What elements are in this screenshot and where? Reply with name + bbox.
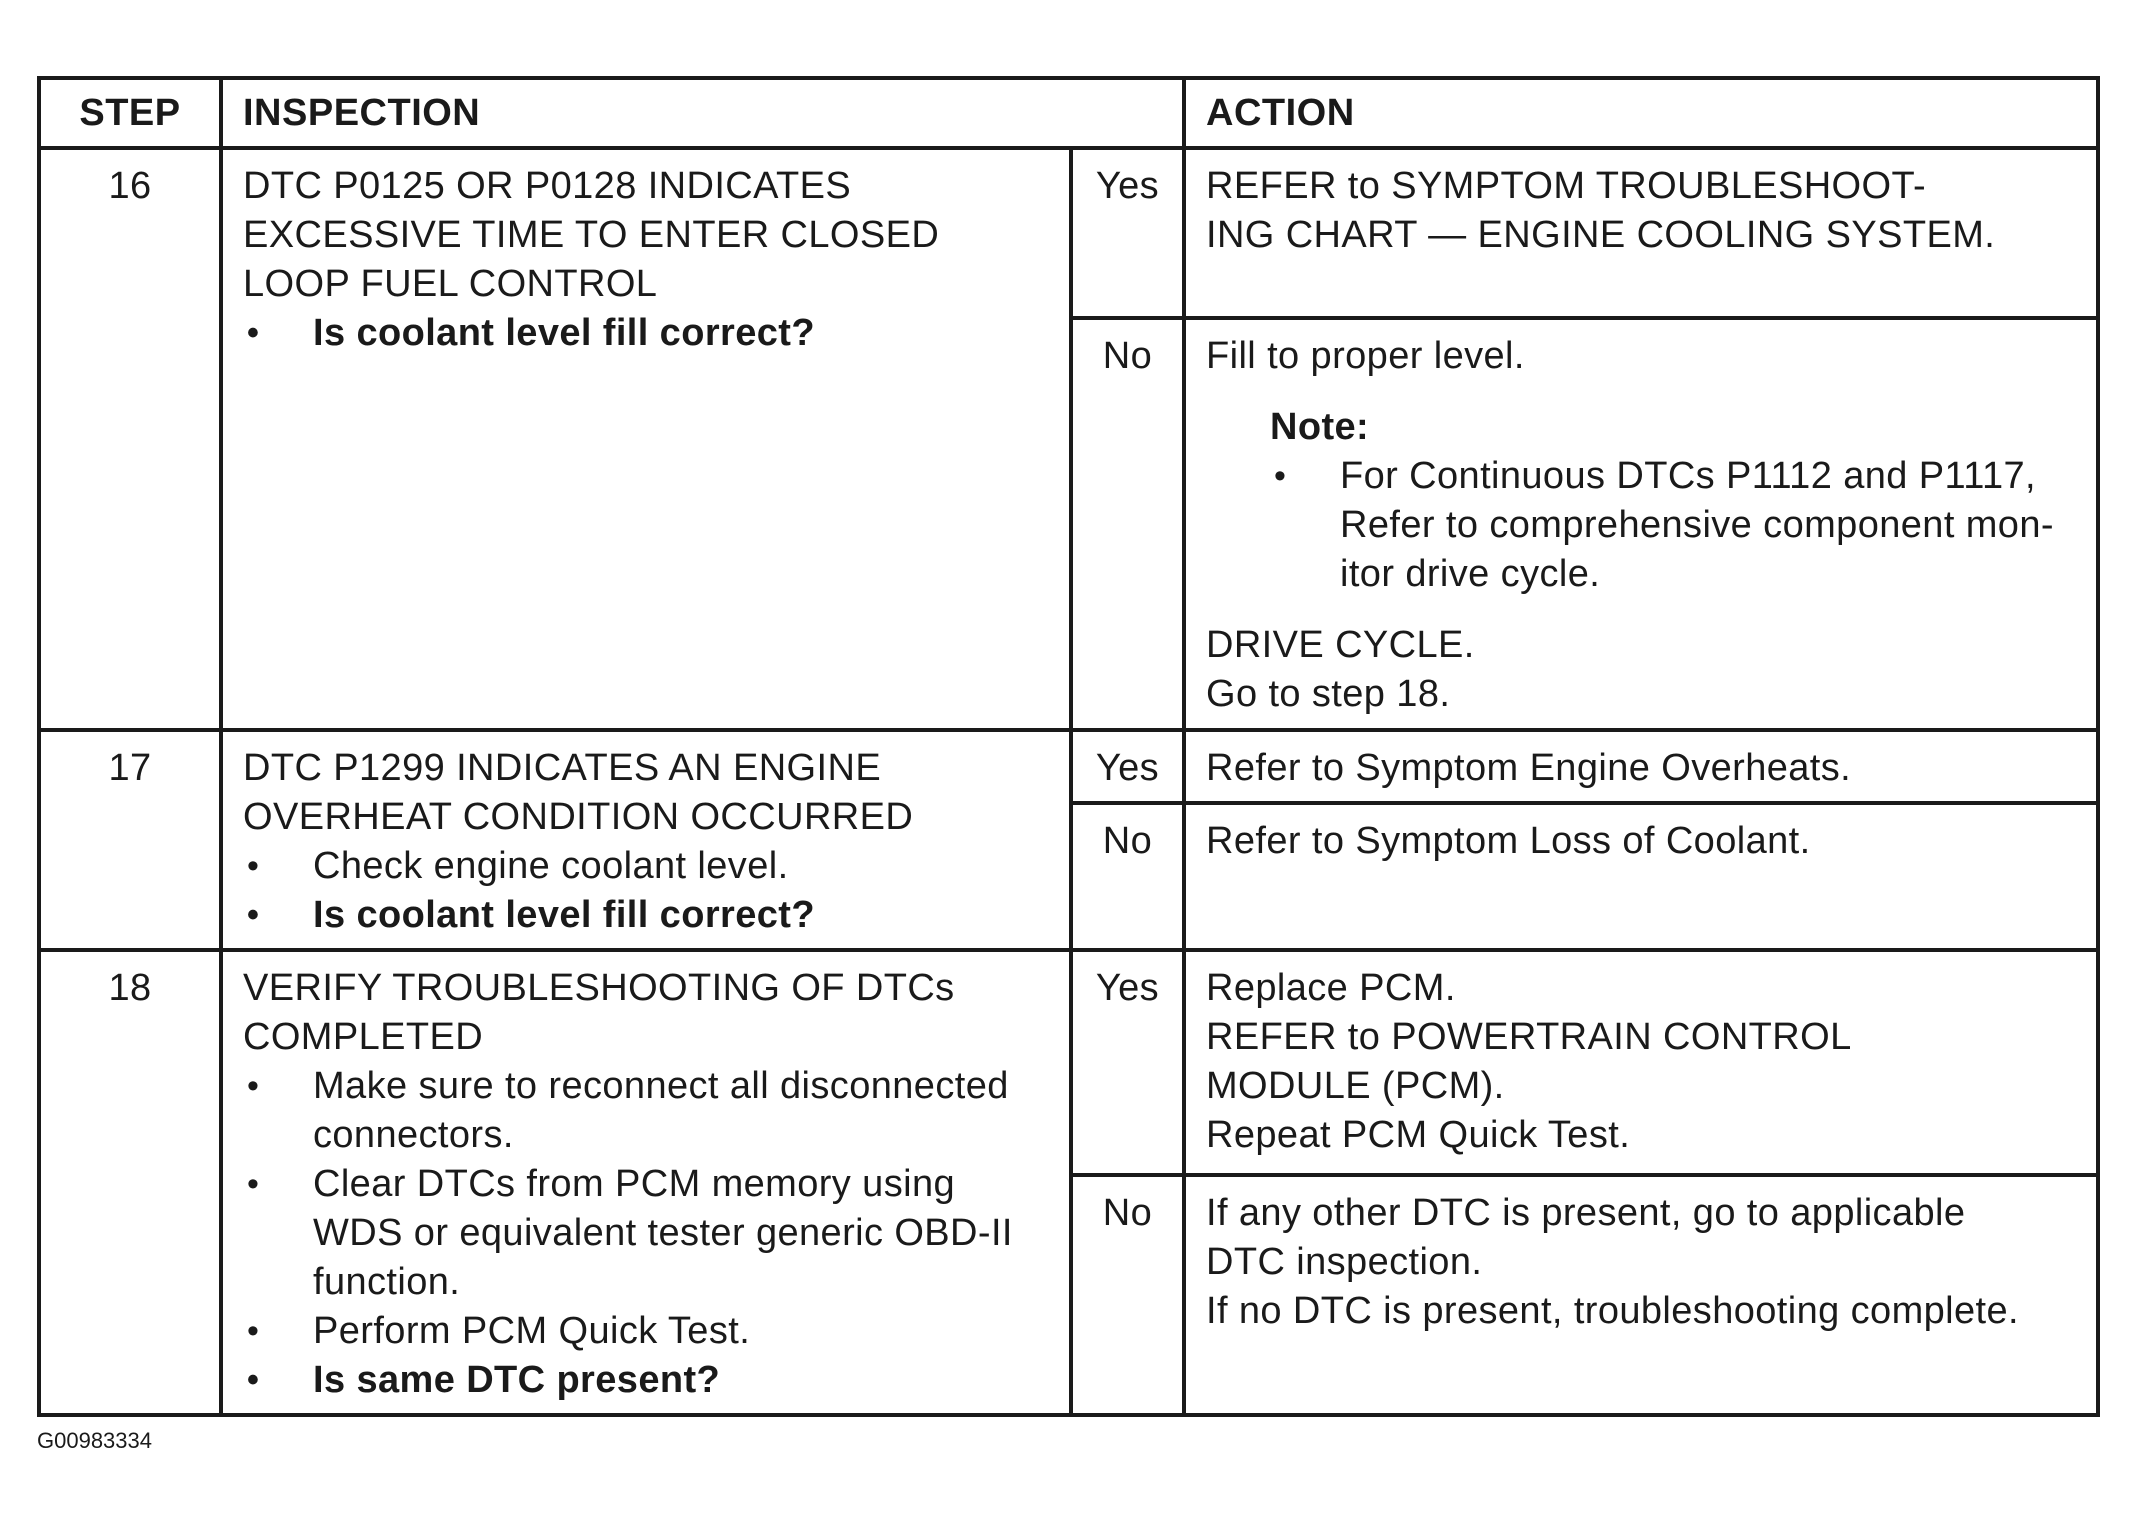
bullet-line: function. [313,1261,461,1303]
action-line: Replace PCM. [1206,967,1456,1009]
bullet-line: Perform PCM Quick Test. [313,1310,751,1352]
inspection-question: Is coolant level fill correct? [243,891,1049,940]
inspection-bullets: Make sure to reconnect all disconnected … [243,1062,1049,1405]
action-line: Go to step 18. [1206,673,1451,715]
no-action: Refer to Symptom Loss of Coolant. [1182,801,2100,952]
yes-label: Yes [1069,947,1186,1178]
yes-action: Refer to Symptom Engine Overheats. [1182,728,2100,805]
inspection-cell: DTC P1299 INDICATES AN ENGINE OVERHEAT C… [219,728,1073,952]
yes-action: REFER to SYMPTOM TROUBLESHOOT- ING CHART… [1182,146,2100,320]
figure-code: G00983334 [37,1428,152,1453]
action-line: ING CHART — ENGINE COOLING SYSTEM. [1206,214,1996,256]
inspection-bullet: Make sure to reconnect all disconnected … [243,1062,1049,1160]
troubleshooting-table-container: STEP INSPECTION ACTION 16 DTC P0125 OR P… [37,76,2100,1417]
note-line: itor drive cycle. [1340,553,1601,595]
note-bullets: For Continuous DTCs P1112 and P1117, Ref… [1270,452,2076,599]
action-line: DRIVE CYCLE. [1206,624,1475,666]
drive-cycle-block: DRIVE CYCLE. Go to step 18. [1206,621,2076,719]
bullet-line: WDS or equivalent tester generic OBD-II [313,1212,1013,1254]
action-line: REFER to POWERTRAIN CONTROL [1206,1016,1852,1058]
inspection-header: INSPECTION [219,76,1186,150]
inspection-line: LOOP FUEL CONTROL [243,263,658,305]
inspection-bullets: Is coolant level fill correct? [243,309,1049,358]
action-header: ACTION [1182,76,2100,150]
action-line: Refer to Symptom Engine Overheats. [1206,747,1852,789]
inspection-cell: VERIFY TROUBLESHOOTING OF DTCs COMPLETED… [219,948,1073,1417]
inspection-bullet: Clear DTCs from PCM memory using WDS or … [243,1160,1049,1307]
bullet-line: Is same DTC present? [313,1359,721,1401]
inspection-question: Is same DTC present? [243,1356,1049,1405]
no-label: No [1069,801,1186,952]
inspection-question: Is coolant level fill correct? [243,309,1049,358]
header-row: STEP INSPECTION ACTION [37,76,2100,150]
bullet-line: connectors. [313,1114,514,1156]
action-line: DTC inspection. [1206,1241,1483,1284]
step-18-no-row: No If any other DTC is present, go to ap… [39,1173,2100,1417]
step-number: 17 [37,728,223,952]
yes-label: Yes [1069,728,1186,805]
inspection-cell: DTC P0125 OR P0128 INDICATES EXCESSIVE T… [219,146,1073,732]
inspection-line: EXCESSIVE TIME TO ENTER CLOSED [243,214,940,256]
troubleshooting-table: STEP INSPECTION ACTION 16 DTC P0125 OR P… [37,76,2100,1417]
inspection-bullets: Check engine coolant level. Is coolant l… [243,842,1049,940]
no-label: No [1069,316,1186,732]
step-17-yes-row: 17 DTC P1299 INDICATES AN ENGINE OVERHEA… [37,728,2100,952]
action-line: If no DTC is present, troubleshooting co… [1206,1290,2019,1333]
note-line: Refer to comprehensive component mon- [1340,504,2054,546]
bullet-line: Make sure to reconnect all disconnected [313,1065,1009,1107]
inspection-bullet: Check engine coolant level. [243,842,1049,891]
step-number: 18 [37,948,223,1417]
no-label: No [1069,1173,1186,1417]
step-17-no-row: No Refer to Symptom Loss of Coolant. [39,801,2100,952]
inspection-line: OVERHEAT CONDITION OCCURRED [243,796,914,838]
no-action: Fill to proper level. Note: For Continuo… [1182,316,2100,732]
step-number: 16 [37,146,223,732]
bullet-line: Clear DTCs from PCM memory using [313,1163,956,1205]
inspection-line: DTC P0125 OR P0128 INDICATES [243,165,852,207]
action-line: If any other DTC is present, go to appli… [1206,1192,1966,1235]
inspection-line: DTC P1299 INDICATES AN ENGINE [243,747,882,789]
step-16-yes-row: 16 DTC P0125 OR P0128 INDICATES EXCESSIV… [37,146,2100,732]
yes-label: Yes [1069,146,1186,320]
action-line: Repeat PCM Quick Test. [1206,1114,1631,1156]
inspection-line: VERIFY TROUBLESHOOTING OF DTCs [243,967,955,1009]
note-line: For Continuous DTCs P1112 and P1117, [1340,455,2036,497]
action-line: Refer to Symptom Loss of Coolant. [1206,820,1811,862]
action-line: Fill to proper level. [1206,335,1525,377]
action-line: REFER to SYMPTOM TROUBLESHOOT- [1206,165,1927,207]
step-16-no-row: No Fill to proper level. Note: For Conti… [39,316,2100,732]
note-title: Note: [1270,406,1370,448]
no-action: If any other DTC is present, go to appli… [1182,1173,2100,1417]
note-block: Note: For Continuous DTCs P1112 and P111… [1270,403,2076,599]
action-line: MODULE (PCM). [1206,1065,1505,1107]
step-header: STEP [37,76,223,150]
step-18-yes-row: 18 VERIFY TROUBLESHOOTING OF DTCs COMPLE… [37,947,2100,1417]
yes-action: Replace PCM. REFER to POWERTRAIN CONTROL… [1182,947,2100,1178]
inspection-line: COMPLETED [243,1016,484,1058]
inspection-bullet: Perform PCM Quick Test. [243,1307,1049,1356]
note-bullet: For Continuous DTCs P1112 and P1117, Ref… [1270,452,2076,599]
